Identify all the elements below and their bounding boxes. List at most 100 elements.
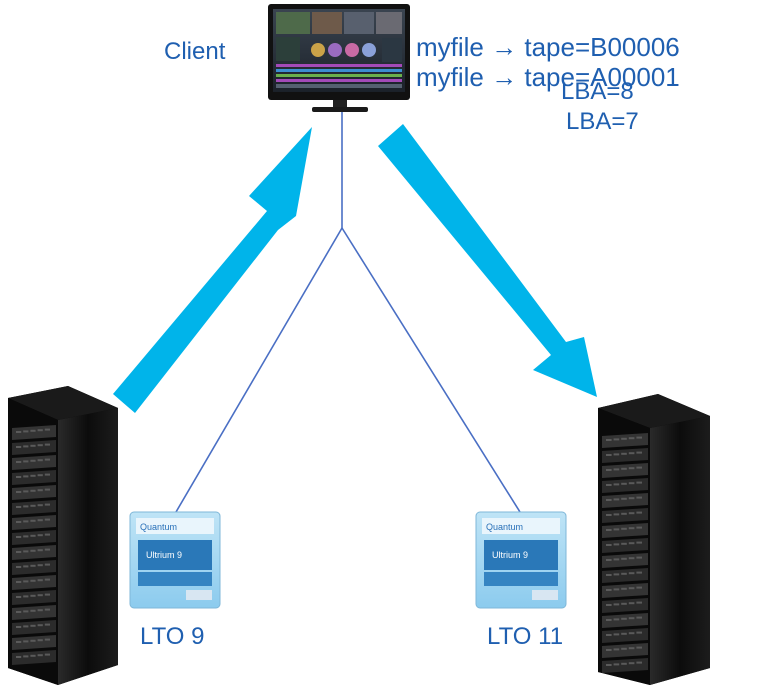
rack-vent	[23, 550, 29, 553]
tape-cartridge-icon: Quantum Ultrium 9	[129, 511, 221, 609]
rack-vent	[23, 535, 29, 538]
rack-vent	[30, 549, 36, 552]
rack-vent	[44, 563, 50, 566]
rack-vent	[16, 581, 22, 583]
rack-vent	[636, 481, 642, 484]
rack-vent	[23, 520, 29, 523]
rack-vent	[606, 619, 612, 621]
rack-vent	[16, 491, 22, 493]
rack-vent	[37, 474, 43, 477]
rack-vent	[16, 476, 22, 478]
rack-vent	[621, 647, 627, 650]
rack-vent	[606, 484, 612, 486]
rack-vent	[23, 655, 29, 658]
rack-vent	[621, 527, 627, 530]
rack-vent	[606, 574, 612, 576]
rack-vent	[613, 543, 620, 546]
rack-vent	[16, 461, 22, 463]
rack-vent	[23, 580, 29, 583]
rack-vent	[606, 439, 612, 441]
rack-vent	[30, 504, 36, 507]
rack-vent	[606, 454, 612, 456]
rack-vent	[44, 428, 50, 431]
rack-vent	[30, 534, 36, 537]
tape-label-lto9: LTO 9	[140, 623, 205, 650]
tape-cartridge-icon: Quantum Ultrium 9	[475, 511, 567, 609]
mapping-text: myfile → tape=B00006	[416, 32, 680, 62]
rack-vent	[37, 564, 43, 567]
rack-vent	[636, 661, 642, 664]
rack-vent	[621, 572, 627, 575]
client-label: Client	[164, 38, 226, 65]
rack-vent	[44, 458, 50, 461]
rack-vent	[30, 429, 36, 432]
rack-vent	[613, 633, 620, 636]
rack-vent	[636, 631, 642, 634]
rack-vent	[621, 512, 627, 515]
rack-vent	[44, 638, 50, 641]
rack-vent	[606, 559, 612, 561]
rack-vent	[613, 603, 620, 606]
rack-vent	[606, 649, 612, 651]
rack-vent	[628, 527, 635, 530]
rack-vent	[44, 443, 50, 446]
rack-vent	[606, 544, 612, 546]
rack-vent	[16, 431, 22, 433]
rack-vent	[621, 452, 627, 455]
rack-vent	[23, 595, 29, 598]
rack-vent	[613, 513, 620, 516]
rack-vent	[606, 634, 612, 636]
rack-vent	[37, 594, 43, 597]
rack-vent	[621, 617, 627, 620]
rack-vent	[37, 489, 43, 492]
tape-label-lto11: LTO 11	[487, 623, 564, 650]
tape-brand: Quantum	[140, 522, 177, 532]
rack-vent	[37, 519, 43, 522]
rack-vent	[37, 639, 43, 642]
connection-lines	[175, 112, 521, 513]
rack-vent	[628, 497, 635, 500]
rack-vent	[613, 588, 620, 591]
rack-vent	[37, 534, 43, 537]
rack-vent	[30, 609, 36, 612]
rack-vent	[613, 528, 620, 531]
rack-vent	[621, 632, 627, 635]
tape-model: Ultrium 9	[146, 550, 182, 560]
rack-vent	[636, 571, 642, 574]
rack-vent	[636, 436, 642, 439]
rack-vent	[44, 518, 50, 521]
rack-vent	[636, 526, 642, 529]
rack-vent	[37, 504, 43, 507]
rack-vent	[23, 505, 29, 508]
rack-vent	[23, 460, 29, 463]
rack-vent	[636, 451, 642, 454]
rack-vent	[37, 549, 43, 552]
rack-vent	[30, 459, 36, 462]
rack-vent	[606, 589, 612, 591]
rack-vent	[16, 596, 22, 598]
rack-vent	[636, 586, 642, 589]
rack-vent	[16, 536, 22, 538]
rack-vent	[16, 446, 22, 448]
rack-vent	[621, 482, 627, 485]
rack-vent	[606, 604, 612, 606]
rack-vent	[30, 519, 36, 522]
rack-vent	[37, 579, 43, 582]
rack-vent	[628, 617, 635, 620]
rack-vent	[44, 653, 50, 656]
rack-vent	[621, 602, 627, 605]
arrow-icon	[113, 127, 312, 413]
rack-vent	[628, 437, 635, 440]
rack-vent	[636, 511, 642, 514]
rack-vent	[44, 503, 50, 506]
rack-vent	[16, 506, 22, 508]
rack-vent	[23, 490, 29, 493]
rack-vent	[606, 514, 612, 516]
rack-vent	[636, 496, 642, 499]
rack-vent	[628, 512, 635, 515]
rack-vent	[613, 438, 620, 441]
rack-vent	[23, 565, 29, 568]
lba-label: LBA=7	[566, 108, 639, 135]
rack-vent	[621, 662, 627, 665]
rack-vent	[30, 489, 36, 492]
